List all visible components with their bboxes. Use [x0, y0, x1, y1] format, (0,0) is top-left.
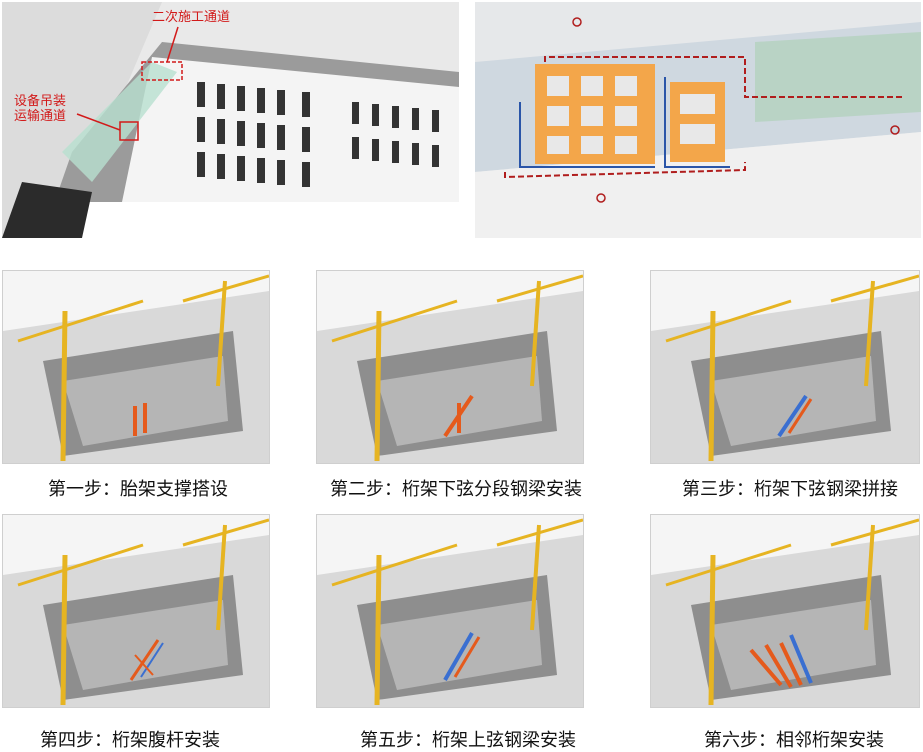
secondary-construction-channel-label: 二次施工通道: [152, 10, 231, 25]
step-1-image: [2, 270, 270, 464]
equipment-hoisting-label-line2: 运输通道: [14, 109, 67, 124]
step-6-caption: 第六步：相邻桁架安装: [704, 730, 884, 751]
equipment-hoisting-label-line1: 设备吊装: [14, 94, 67, 109]
building-model-image-left: 二次施工通道 设备吊装 运输通道: [2, 2, 459, 238]
step-2-caption: 第二步：桁架下弦分段钢梁安装: [330, 479, 582, 500]
step-2-image: [316, 270, 584, 464]
step-4-caption: 第四步：桁架腹杆安装: [40, 730, 220, 751]
step-1-caption: 第一步：胎架支撑搭设: [48, 479, 228, 500]
step-4-image: [2, 514, 270, 708]
truss-plan-image-right: [475, 2, 921, 238]
step-3-image: [650, 270, 920, 464]
step-3-caption: 第三步：桁架下弦钢梁拼接: [682, 479, 898, 500]
step-5-caption: 第五步：桁架上弦钢梁安装: [360, 730, 576, 751]
step-5-image: [316, 514, 584, 708]
step-6-image: [650, 514, 920, 708]
